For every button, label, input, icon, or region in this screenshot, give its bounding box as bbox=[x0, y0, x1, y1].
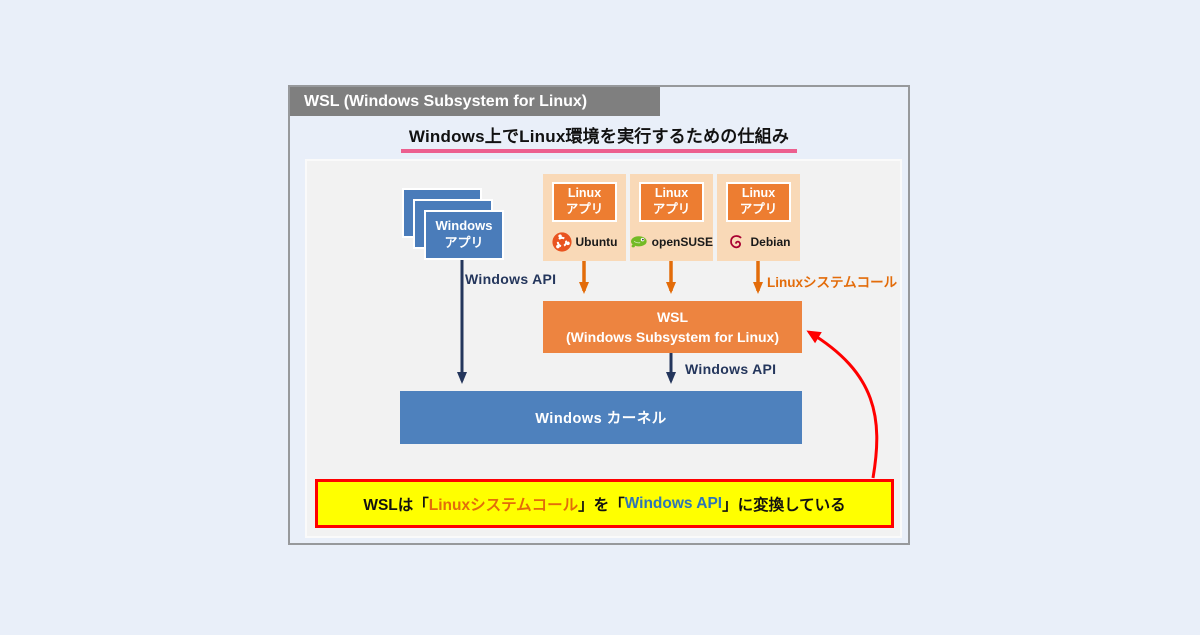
distro-row: Debian bbox=[717, 232, 800, 252]
conversion-note: WSLは「Linuxシステムコール」を「Windows API」に変換している bbox=[315, 479, 894, 528]
diagram-subtitle-row: Windows上でLinux環境を実行するための仕組み bbox=[290, 122, 908, 153]
windows-app-label: Windows アプリ bbox=[435, 218, 493, 250]
distro-name: openSUSE bbox=[651, 235, 713, 249]
note-highlight-syscall: Linuxシステムコール bbox=[428, 496, 579, 514]
linux-app-card-debian: Linux アプリ Debian bbox=[717, 174, 800, 261]
ubuntu-logo-icon bbox=[551, 232, 572, 252]
windows-api-label-right: Windows API bbox=[685, 361, 777, 377]
conversion-callout-arrow bbox=[806, 330, 879, 479]
debian-logo-icon bbox=[730, 235, 742, 249]
note-text-part3: 」に変換している bbox=[722, 496, 846, 514]
distro-row: Ubuntu bbox=[543, 232, 626, 252]
note-text-part1: WSLは「 bbox=[363, 496, 429, 514]
linux-app-box: Linux アプリ bbox=[726, 182, 791, 222]
windows-app-box-front: Windows アプリ bbox=[424, 210, 504, 260]
wsl-box-subtitle: (Windows Subsystem for Linux) bbox=[566, 329, 779, 345]
linux-syscall-label: Linuxシステムコール bbox=[767, 275, 898, 290]
note-text-part2: 」を「 bbox=[578, 496, 625, 514]
wsl-box: WSL (Windows Subsystem for Linux) bbox=[543, 301, 802, 353]
distro-name: Ubuntu bbox=[575, 235, 618, 249]
diagram-subtitle: Windows上でLinux環境を実行するための仕組み bbox=[400, 122, 798, 153]
linux-app-card-opensuse: Linux アプリ openSUSE bbox=[630, 174, 713, 261]
note-highlight-api: Windows API bbox=[624, 494, 723, 512]
card-title-bar: WSL (Windows Subsystem for Linux) bbox=[290, 87, 660, 116]
linux-app-box: Linux アプリ bbox=[639, 182, 704, 222]
linux-app-box: Linux アプリ bbox=[552, 182, 617, 222]
linux-app-label: Linux アプリ bbox=[565, 186, 604, 216]
linux-app-label: Linux アプリ bbox=[652, 186, 691, 216]
linux-app-card-ubuntu: Linux アプリ Ubuntu bbox=[543, 174, 626, 261]
diagram-panel: Windows アプリ Linux アプリ bbox=[305, 159, 902, 538]
windows-kernel-label: Windows カーネル bbox=[535, 411, 667, 427]
distro-name: Debian bbox=[750, 235, 791, 249]
windows-kernel-box: Windows カーネル bbox=[400, 391, 802, 444]
distro-row: openSUSE bbox=[630, 232, 713, 252]
wsl-diagram-card: WSL (Windows Subsystem for Linux) Window… bbox=[288, 85, 910, 545]
wsl-box-title: WSL bbox=[656, 308, 689, 325]
opensuse-logo-icon bbox=[631, 236, 647, 248]
windows-api-label-left: Windows API bbox=[465, 271, 557, 287]
linux-app-label: Linux アプリ bbox=[739, 186, 778, 216]
